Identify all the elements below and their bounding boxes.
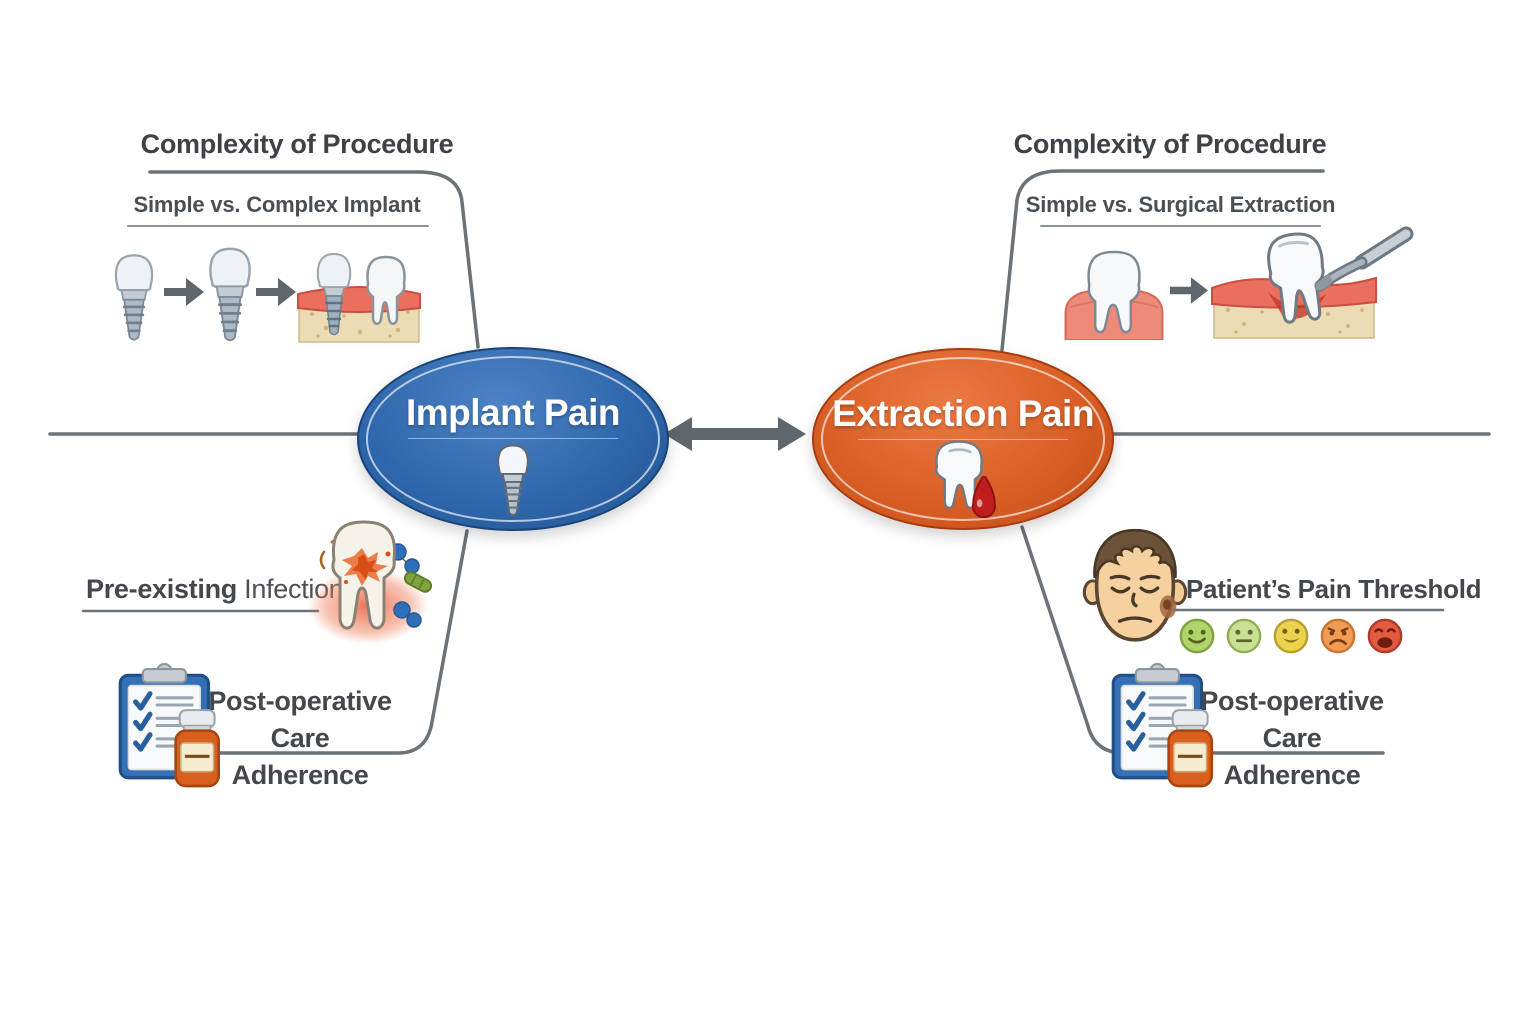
pain-threshold-label: Patient’s Pain Threshold <box>1186 574 1482 604</box>
implant-postop-line2: Care Adherence <box>231 723 369 790</box>
surgical-extraction-icon <box>1211 226 1414 339</box>
extraction-node-divider <box>858 439 1068 440</box>
pain-scale-faces <box>1178 617 1404 655</box>
right-arrow-icon <box>164 278 204 306</box>
extraction-node-ring: Extraction Pain <box>821 357 1105 521</box>
pain-face-4-frowning-icon <box>1320 618 1356 654</box>
tooth-blood-drop-icon <box>935 440 997 519</box>
implant-postop-line1: Post-operative <box>208 686 392 716</box>
infected-tooth-icon <box>308 520 433 644</box>
implant-tooth-icon <box>114 254 154 341</box>
implant-node-divider <box>408 438 618 439</box>
implant-pain-label: Implant Pain <box>406 392 620 433</box>
medicine-bottle-icon <box>1167 709 1213 788</box>
implant-node-ring: Implant Pain <box>366 356 660 522</box>
pain-face-1-smiling-icon <box>1179 618 1215 654</box>
extraction-postop-label: Post-operative Care Adherence <box>1197 683 1387 794</box>
tooth-in-gum-icon <box>1064 250 1164 340</box>
extraction-postop-line1: Post-operative <box>1200 686 1384 716</box>
extraction-pain-label: Extraction Pain <box>832 393 1094 434</box>
infection-label: Pre-existing Infection <box>86 574 344 605</box>
implant-postop-label: Post-operative Care Adherence <box>205 683 395 794</box>
connector-implant-complexity <box>148 170 480 349</box>
implant-tooth-icon <box>209 247 251 342</box>
implant-complexity-subtitle: Simple vs. Complex Implant <box>133 192 421 217</box>
connector-extraction-complexity <box>1000 169 1325 352</box>
pain-face-5-crying-out-icon <box>1367 618 1403 654</box>
clipboard-checklist-icon <box>118 662 220 788</box>
right-arrow-icon <box>1170 277 1208 304</box>
extraction-pain-node[interactable]: Extraction Pain <box>812 348 1114 530</box>
implant-in-gum-scene-icon <box>297 252 421 343</box>
patient-face-icon <box>1082 528 1188 642</box>
medicine-bottle-icon <box>174 709 220 788</box>
extraction-complexity-subtitle: Simple vs. Surgical Extraction <box>1025 192 1336 217</box>
extraction-complexity-title: Complexity of Procedure <box>1013 129 1327 159</box>
pain-face-2-neutral-icon <box>1226 618 1262 654</box>
clipboard-checklist-icon <box>1111 662 1213 788</box>
extraction-postop-line2: Care Adherence <box>1223 723 1361 790</box>
implant-pain-node[interactable]: Implant Pain <box>357 347 669 531</box>
implant-tooth-icon <box>497 444 529 516</box>
pain-face-3-grinning-icon <box>1273 618 1309 654</box>
right-arrow-icon <box>256 278 296 306</box>
infection-label-bold: Pre-existing <box>86 574 237 604</box>
implant-complexity-title: Complexity of Procedure <box>140 129 454 159</box>
double-arrow-icon <box>664 417 806 451</box>
connector-implant-postop <box>216 529 469 755</box>
